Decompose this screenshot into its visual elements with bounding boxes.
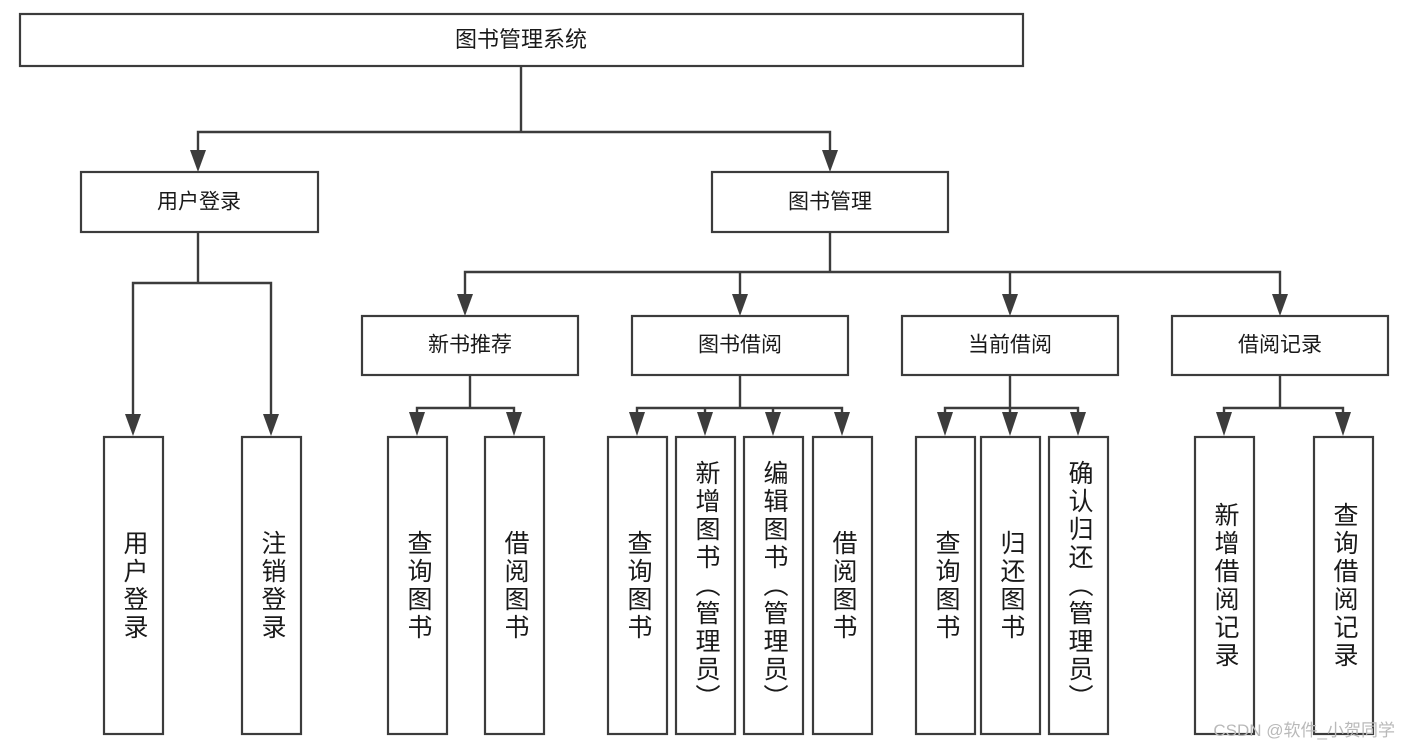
arrow-to-book-borrow: [732, 294, 748, 316]
node-current-borrow[interactable]: 当前借阅: [900, 314, 1120, 377]
node-book-management-box: [710, 170, 950, 234]
leaf-box-query-borrow-record[interactable]: [1312, 435, 1375, 736]
arrow-to-new-book: [457, 294, 473, 316]
node-book-borrow-box: [630, 314, 850, 377]
leaf-box-add-borrow-record[interactable]: [1193, 435, 1256, 736]
arrow-to-leaf-add-book: [697, 412, 713, 436]
leaf-box-query-book-recommend[interactable]: [386, 435, 449, 736]
node-book-management-label: 图书管理: [788, 191, 872, 214]
arrow-to-leaf-logout: [263, 414, 279, 436]
leaf-box-add-book-admin[interactable]: [674, 435, 737, 736]
connector-newbook-to-leaves: [415, 373, 516, 418]
node-new-book-recommend-box: [360, 314, 580, 377]
leaf-box-query-book-current[interactable]: [914, 435, 977, 736]
arrow-to-leaf-return-book: [1002, 412, 1018, 436]
node-borrow-record-box: [1170, 314, 1390, 377]
leaf-box-confirm-return-admin[interactable]: [1047, 435, 1110, 736]
arrow-to-borrow-record: [1272, 294, 1288, 316]
arrow-to-leaf-add-record: [1216, 412, 1232, 436]
node-new-book-recommend-label: 新书推荐: [428, 334, 512, 357]
leaf-box-return-book[interactable]: [979, 435, 1042, 736]
node-root-system[interactable]: 图书管理系统: [18, 12, 1025, 68]
leaf-box-query-book-borrow[interactable]: [606, 435, 669, 736]
connector-userlogin-to-leaves: [131, 230, 273, 418]
connector-group: [125, 64, 1351, 436]
node-borrow-record-label: 借阅记录: [1238, 334, 1322, 357]
node-current-borrow-box: [900, 314, 1120, 377]
csdn-watermark: CSDN @软件_小贺同学: [1213, 721, 1395, 740]
node-user-login-box: [79, 170, 320, 234]
node-borrow-record[interactable]: 借阅记录: [1170, 314, 1390, 377]
arrow-to-leaf-query-record: [1335, 412, 1351, 436]
connector-root-to-level2: [196, 64, 832, 154]
leaf-box-user-login[interactable]: [102, 435, 165, 736]
node-root-system-label: 图书管理系统: [455, 27, 587, 52]
arrow-to-leaf-query-book-2: [629, 412, 645, 436]
arrow-to-leaf-borrow-book-2: [834, 412, 850, 436]
arrow-to-book-manage: [822, 150, 838, 172]
connector-bookborrow-to-leaves: [635, 373, 844, 418]
arrow-to-leaf-query-book-3: [937, 412, 953, 436]
arrow-to-leaf-query-book-1: [409, 412, 425, 436]
node-current-borrow-label: 当前借阅: [968, 334, 1052, 357]
arrow-to-leaf-user-login: [125, 414, 141, 436]
node-book-management[interactable]: 图书管理: [710, 170, 950, 234]
node-new-book-recommend[interactable]: 新书推荐: [360, 314, 580, 377]
leaf-box-logout[interactable]: [240, 435, 303, 736]
node-user-login-label: 用户登录: [157, 191, 241, 214]
arrow-to-leaf-confirm-return: [1070, 412, 1086, 436]
arrow-to-leaf-borrow-book-1: [506, 412, 522, 436]
arrow-to-leaf-edit-book: [765, 412, 781, 436]
leaf-box-borrow-book[interactable]: [811, 435, 874, 736]
arrow-to-user-login: [190, 150, 206, 172]
connector-borrowrecord-to-leaves: [1222, 373, 1345, 418]
node-book-borrow-label: 图书借阅: [698, 334, 782, 357]
leaf-box-edit-book-admin[interactable]: [742, 435, 805, 736]
connector-currentborrow-to-leaves: [943, 373, 1080, 418]
connector-bookmanage-to-level3: [463, 230, 1282, 298]
node-root-system-box: [18, 12, 1025, 68]
node-book-borrow[interactable]: 图书借阅: [630, 314, 850, 377]
leaf-box-borrow-book-recommend[interactable]: [483, 435, 546, 736]
arrow-to-current-borrow: [1002, 294, 1018, 316]
node-user-login[interactable]: 用户登录: [79, 170, 320, 234]
